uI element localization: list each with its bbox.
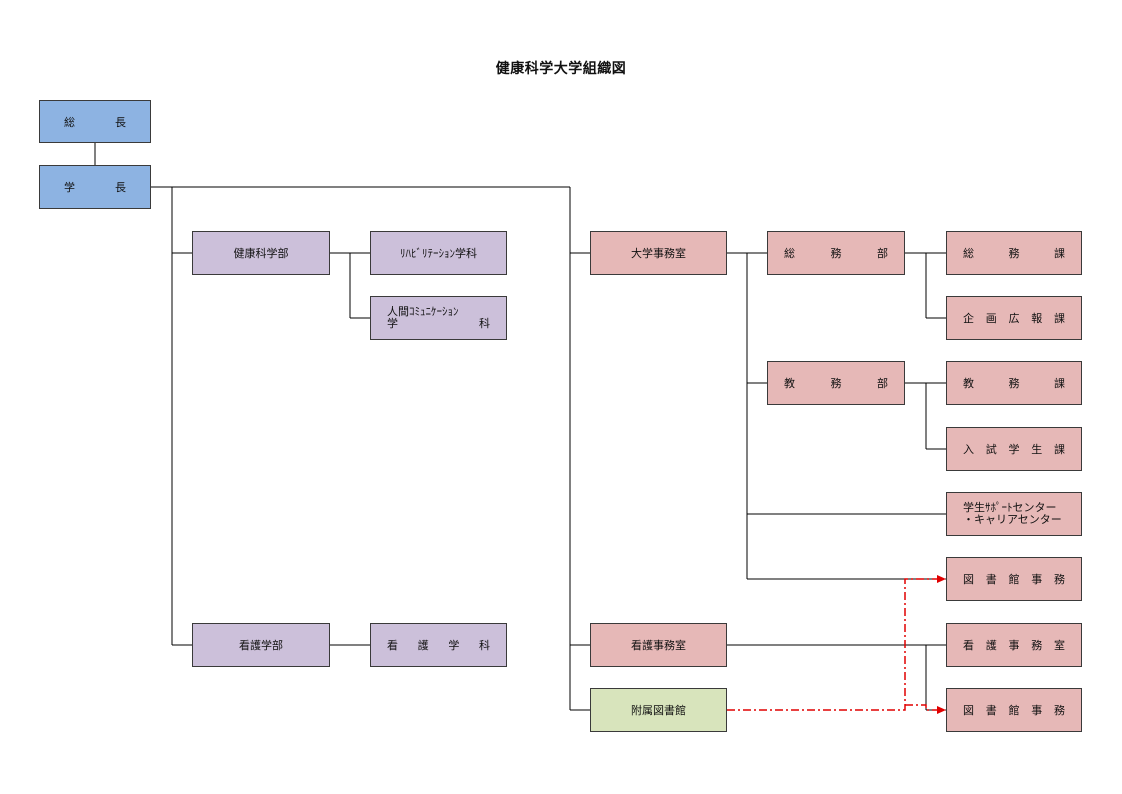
box-text: ﾘﾊﾋﾞﾘﾃｰｼｮﾝ学科	[400, 247, 477, 260]
box-line: 学生ｻﾎﾟｰﾄセンター	[963, 502, 1065, 514]
box-text: 務	[1008, 247, 1020, 260]
box-text: 務	[1031, 639, 1043, 652]
library-office-2[interactable]: 図 書 館 事 務	[946, 688, 1082, 732]
box-text: 護	[417, 639, 429, 652]
box-text: 書	[985, 573, 997, 586]
box-text: 画	[985, 312, 997, 325]
chart-title: 健康科学大学組織図	[495, 61, 627, 77]
box-text: 総	[784, 247, 795, 260]
arrow-icon	[937, 706, 946, 714]
box-text: 長	[115, 115, 126, 129]
box-text: 看護事務室	[631, 639, 686, 652]
faculty-health-science[interactable]: 健康科学部	[192, 231, 330, 275]
box-text: 課	[1054, 443, 1065, 456]
president-box[interactable]: 学 長	[39, 165, 151, 209]
box-text: 看	[387, 639, 398, 652]
box-text: 課	[1054, 377, 1065, 390]
admissions-section[interactable]: 入 試 学 生 課	[946, 427, 1082, 471]
nursing-office[interactable]: 看護事務室	[590, 623, 727, 667]
box-text: 看	[963, 639, 974, 652]
library-office-1[interactable]: 図 書 館 事 務	[946, 557, 1082, 601]
box-text: 務	[830, 377, 842, 390]
library-link-line	[727, 578, 940, 711]
box-text: 教	[963, 377, 974, 390]
box-text: 総	[64, 115, 75, 129]
general-affairs-dept[interactable]: 総 務 部	[767, 231, 905, 275]
box-text: 室	[1054, 639, 1065, 652]
box-text: 図	[963, 704, 974, 717]
box-text: 部	[877, 377, 888, 390]
box-text: 護	[985, 639, 997, 652]
box-text: 館	[1008, 573, 1020, 586]
box-text: 科	[478, 639, 490, 652]
box-text: 学	[1008, 443, 1020, 456]
box-text: 課	[1054, 247, 1065, 260]
box-text: 企	[963, 312, 974, 325]
dept-rehabilitation[interactable]: ﾘﾊﾋﾞﾘﾃｰｼｮﾝ学科	[370, 231, 507, 275]
library-link-line	[905, 704, 940, 711]
box-text: 部	[877, 247, 888, 260]
box-text: 務	[1054, 573, 1065, 586]
faculty-nursing[interactable]: 看護学部	[192, 623, 330, 667]
box-text: 事	[1008, 639, 1020, 652]
box-text: 報	[1031, 312, 1043, 325]
box-line: 人間ｺﾐｭﾆｹｰｼｮﾝ	[387, 306, 490, 318]
box-text: 事	[1031, 704, 1043, 717]
box-text: 入	[963, 443, 974, 456]
box-text: 館	[1008, 704, 1020, 717]
box-text: 務	[1008, 377, 1020, 390]
box-text: 務	[1054, 704, 1065, 717]
president-chair-box[interactable]: 総 長	[39, 100, 151, 143]
box-text: 附属図書館	[631, 704, 686, 717]
box-line: 学 科	[387, 318, 490, 330]
box-text: 書	[985, 704, 997, 717]
box-text: 務	[830, 247, 842, 260]
box-text: 試	[985, 443, 997, 456]
box-text: 事	[1031, 573, 1043, 586]
nursing-office-section[interactable]: 看 護 事 務 室	[946, 623, 1082, 667]
academic-affairs-dept[interactable]: 教 務 部	[767, 361, 905, 405]
arrow-icon	[937, 575, 946, 583]
box-text: 課	[1054, 312, 1065, 325]
university-office[interactable]: 大学事務室	[590, 231, 727, 275]
student-career-center[interactable]: 学生ｻﾎﾟｰﾄセンター ・キャリアセンター	[946, 492, 1082, 536]
planning-pr-section[interactable]: 企 画 広 報 課	[946, 296, 1082, 340]
box-text: 健康科学部	[233, 247, 289, 260]
box-text: 教	[784, 377, 795, 390]
box-text: 大学事務室	[631, 247, 686, 260]
box-text: 学生ｻﾎﾟｰﾄセンター	[963, 501, 1057, 514]
dept-nursing[interactable]: 看 護 学 科	[370, 623, 507, 667]
box-text: 生	[1031, 443, 1043, 456]
box-text: 総	[963, 247, 974, 260]
general-affairs-section[interactable]: 総 務 課	[946, 231, 1082, 275]
box-text: 図	[963, 573, 974, 586]
box-text: 看護学部	[239, 639, 283, 652]
box-text: 学	[64, 181, 75, 194]
box-text: ・キャリアセンター	[963, 513, 1062, 526]
dept-human-communication[interactable]: 人間ｺﾐｭﾆｹｰｼｮﾝ 学 科	[370, 296, 507, 340]
box-line: ・キャリアセンター	[963, 514, 1065, 526]
box-text: 広	[1008, 312, 1020, 325]
academic-affairs-section[interactable]: 教 務 課	[946, 361, 1082, 405]
affiliated-library[interactable]: 附属図書館	[590, 688, 727, 732]
box-text: 学	[448, 639, 460, 652]
box-text: 人間ｺﾐｭﾆｹｰｼｮﾝ	[387, 305, 459, 318]
box-text: 科	[479, 317, 490, 330]
box-text: 学	[387, 317, 398, 330]
box-text: 長	[115, 181, 126, 194]
